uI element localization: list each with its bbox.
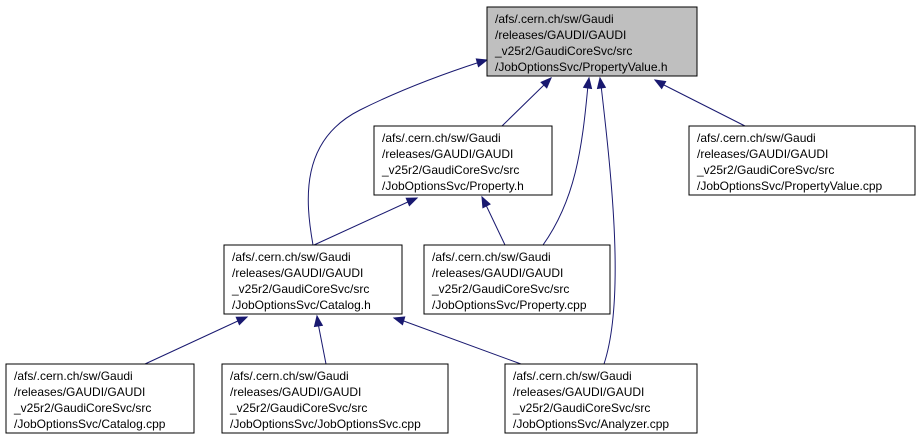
edge-catalog_h-to-property_h <box>313 197 419 246</box>
edges-layer <box>144 58 746 365</box>
edge-line <box>654 79 746 127</box>
node-label-line: /releases/GAUDI/GAUDI <box>230 385 361 399</box>
edge-line <box>144 316 248 365</box>
arrowhead <box>481 195 491 209</box>
node-label-line: _v25r2/GaudiCoreSvc/src <box>231 282 369 296</box>
arrowhead <box>653 79 667 90</box>
edge-catalog_h-to-property_value_h <box>307 58 489 246</box>
edge-line <box>307 59 488 246</box>
node-catalog-cpp[interactable]: /afs/.cern.ch/sw/Gaudi/releases/GAUDI/GA… <box>5 363 195 434</box>
node-label-line: /JobOptionsSvc/Property.h <box>382 179 524 193</box>
arrowhead <box>582 76 593 90</box>
edge-analyzer_cpp-to-property_value_h <box>596 76 616 365</box>
node-label-line: /releases/GAUDI/GAUDI <box>697 147 828 161</box>
node-label-line: /JobOptionsSvc/Catalog.h <box>232 298 371 312</box>
node-box <box>373 125 553 196</box>
node-analyzer-cpp[interactable]: /afs/.cern.ch/sw/Gaudi/releases/GAUDI/GA… <box>504 363 698 434</box>
arrowhead <box>475 58 489 68</box>
edge-line <box>313 197 418 246</box>
node-job-options-svc-cpp[interactable]: /afs/.cern.ch/sw/Gaudi/releases/GAUDI/GA… <box>221 363 449 434</box>
node-label-line: /releases/GAUDI/GAUDI <box>232 266 363 280</box>
node-label-line: /afs/.cern.ch/sw/Gaudi <box>513 369 632 383</box>
node-label-line: /JobOptionsSvc/Catalog.cpp <box>14 417 166 431</box>
node-label-line: /releases/GAUDI/GAUDI <box>513 385 644 399</box>
node-box <box>423 244 611 315</box>
edge-property_h-to-property_value_h <box>501 77 552 127</box>
edge-catalog_cpp-to-catalog_h <box>144 316 249 365</box>
node-box <box>486 6 698 77</box>
arrowhead <box>596 76 607 90</box>
node-label-line: /afs/.cern.ch/sw/Gaudi <box>382 131 501 145</box>
node-label-line: _v25r2/GaudiCoreSvc/src <box>13 401 151 415</box>
arrowhead <box>392 316 406 326</box>
node-label-line: /releases/GAUDI/GAUDI <box>432 266 563 280</box>
node-label-line: /afs/.cern.ch/sw/Gaudi <box>697 131 816 145</box>
node-label-line: /releases/GAUDI/GAUDI <box>382 147 513 161</box>
edge-line <box>393 317 522 365</box>
node-label-line: /afs/.cern.ch/sw/Gaudi <box>495 12 614 26</box>
edge-analyzer_cpp-to-catalog_h <box>392 316 522 365</box>
arrowhead <box>235 316 249 326</box>
node-label-line: /JobOptionsSvc/PropertyValue.h <box>495 60 668 74</box>
nodes-layer: /afs/.cern.ch/sw/Gaudi/releases/GAUDI/GA… <box>5 6 916 434</box>
node-label-line: /JobOptionsSvc/PropertyValue.cpp <box>697 179 883 193</box>
edge-property_cpp-to-property_value_h <box>542 76 593 246</box>
node-label-line: /JobOptionsSvc/Property.cpp <box>432 298 587 312</box>
node-label-line: /afs/.cern.ch/sw/Gaudi <box>432 250 551 264</box>
node-box <box>504 363 698 434</box>
node-property-value-h: /afs/.cern.ch/sw/Gaudi/releases/GAUDI/GA… <box>486 6 698 77</box>
node-box <box>5 363 195 434</box>
node-label-line: /releases/GAUDI/GAUDI <box>495 28 626 42</box>
node-label-line: /afs/.cern.ch/sw/Gaudi <box>14 369 133 383</box>
node-label-line: _v25r2/GaudiCoreSvc/src <box>494 44 632 58</box>
node-label-line: _v25r2/GaudiCoreSvc/src <box>696 163 834 177</box>
node-label-line: _v25r2/GaudiCoreSvc/src <box>431 282 569 296</box>
node-label-line: /afs/.cern.ch/sw/Gaudi <box>232 250 351 264</box>
node-label-line: _v25r2/GaudiCoreSvc/src <box>381 163 519 177</box>
edge-job_options_svc_cpp-to-catalog_h <box>313 314 327 365</box>
edge-line <box>542 77 590 246</box>
node-label-line: /JobOptionsSvc/Analyzer.cpp <box>513 417 669 431</box>
node-box <box>223 244 403 315</box>
arrowhead <box>405 197 419 207</box>
edge-property_value_cpp-to-property_value_h <box>653 79 746 127</box>
node-label-line: /releases/GAUDI/GAUDI <box>14 385 145 399</box>
node-label-line: _v25r2/GaudiCoreSvc/src <box>512 401 650 415</box>
arrowhead <box>540 77 552 89</box>
edge-property_cpp-to-property_h <box>481 195 506 246</box>
node-property-h[interactable]: /afs/.cern.ch/sw/Gaudi/releases/GAUDI/GA… <box>373 125 553 196</box>
node-property-value-cpp[interactable]: /afs/.cern.ch/sw/Gaudi/releases/GAUDI/GA… <box>688 125 916 196</box>
edge-line <box>599 77 616 365</box>
node-label-line: /JobOptionsSvc/JobOptionsSvc.cpp <box>230 417 421 431</box>
node-property-cpp[interactable]: /afs/.cern.ch/sw/Gaudi/releases/GAUDI/GA… <box>423 244 611 315</box>
arrowhead <box>313 314 324 328</box>
node-catalog-h[interactable]: /afs/.cern.ch/sw/Gaudi/releases/GAUDI/GA… <box>223 244 403 315</box>
node-label-line: _v25r2/GaudiCoreSvc/src <box>229 401 367 415</box>
node-box <box>688 125 916 196</box>
node-label-line: /afs/.cern.ch/sw/Gaudi <box>230 369 349 383</box>
node-box <box>221 363 449 434</box>
